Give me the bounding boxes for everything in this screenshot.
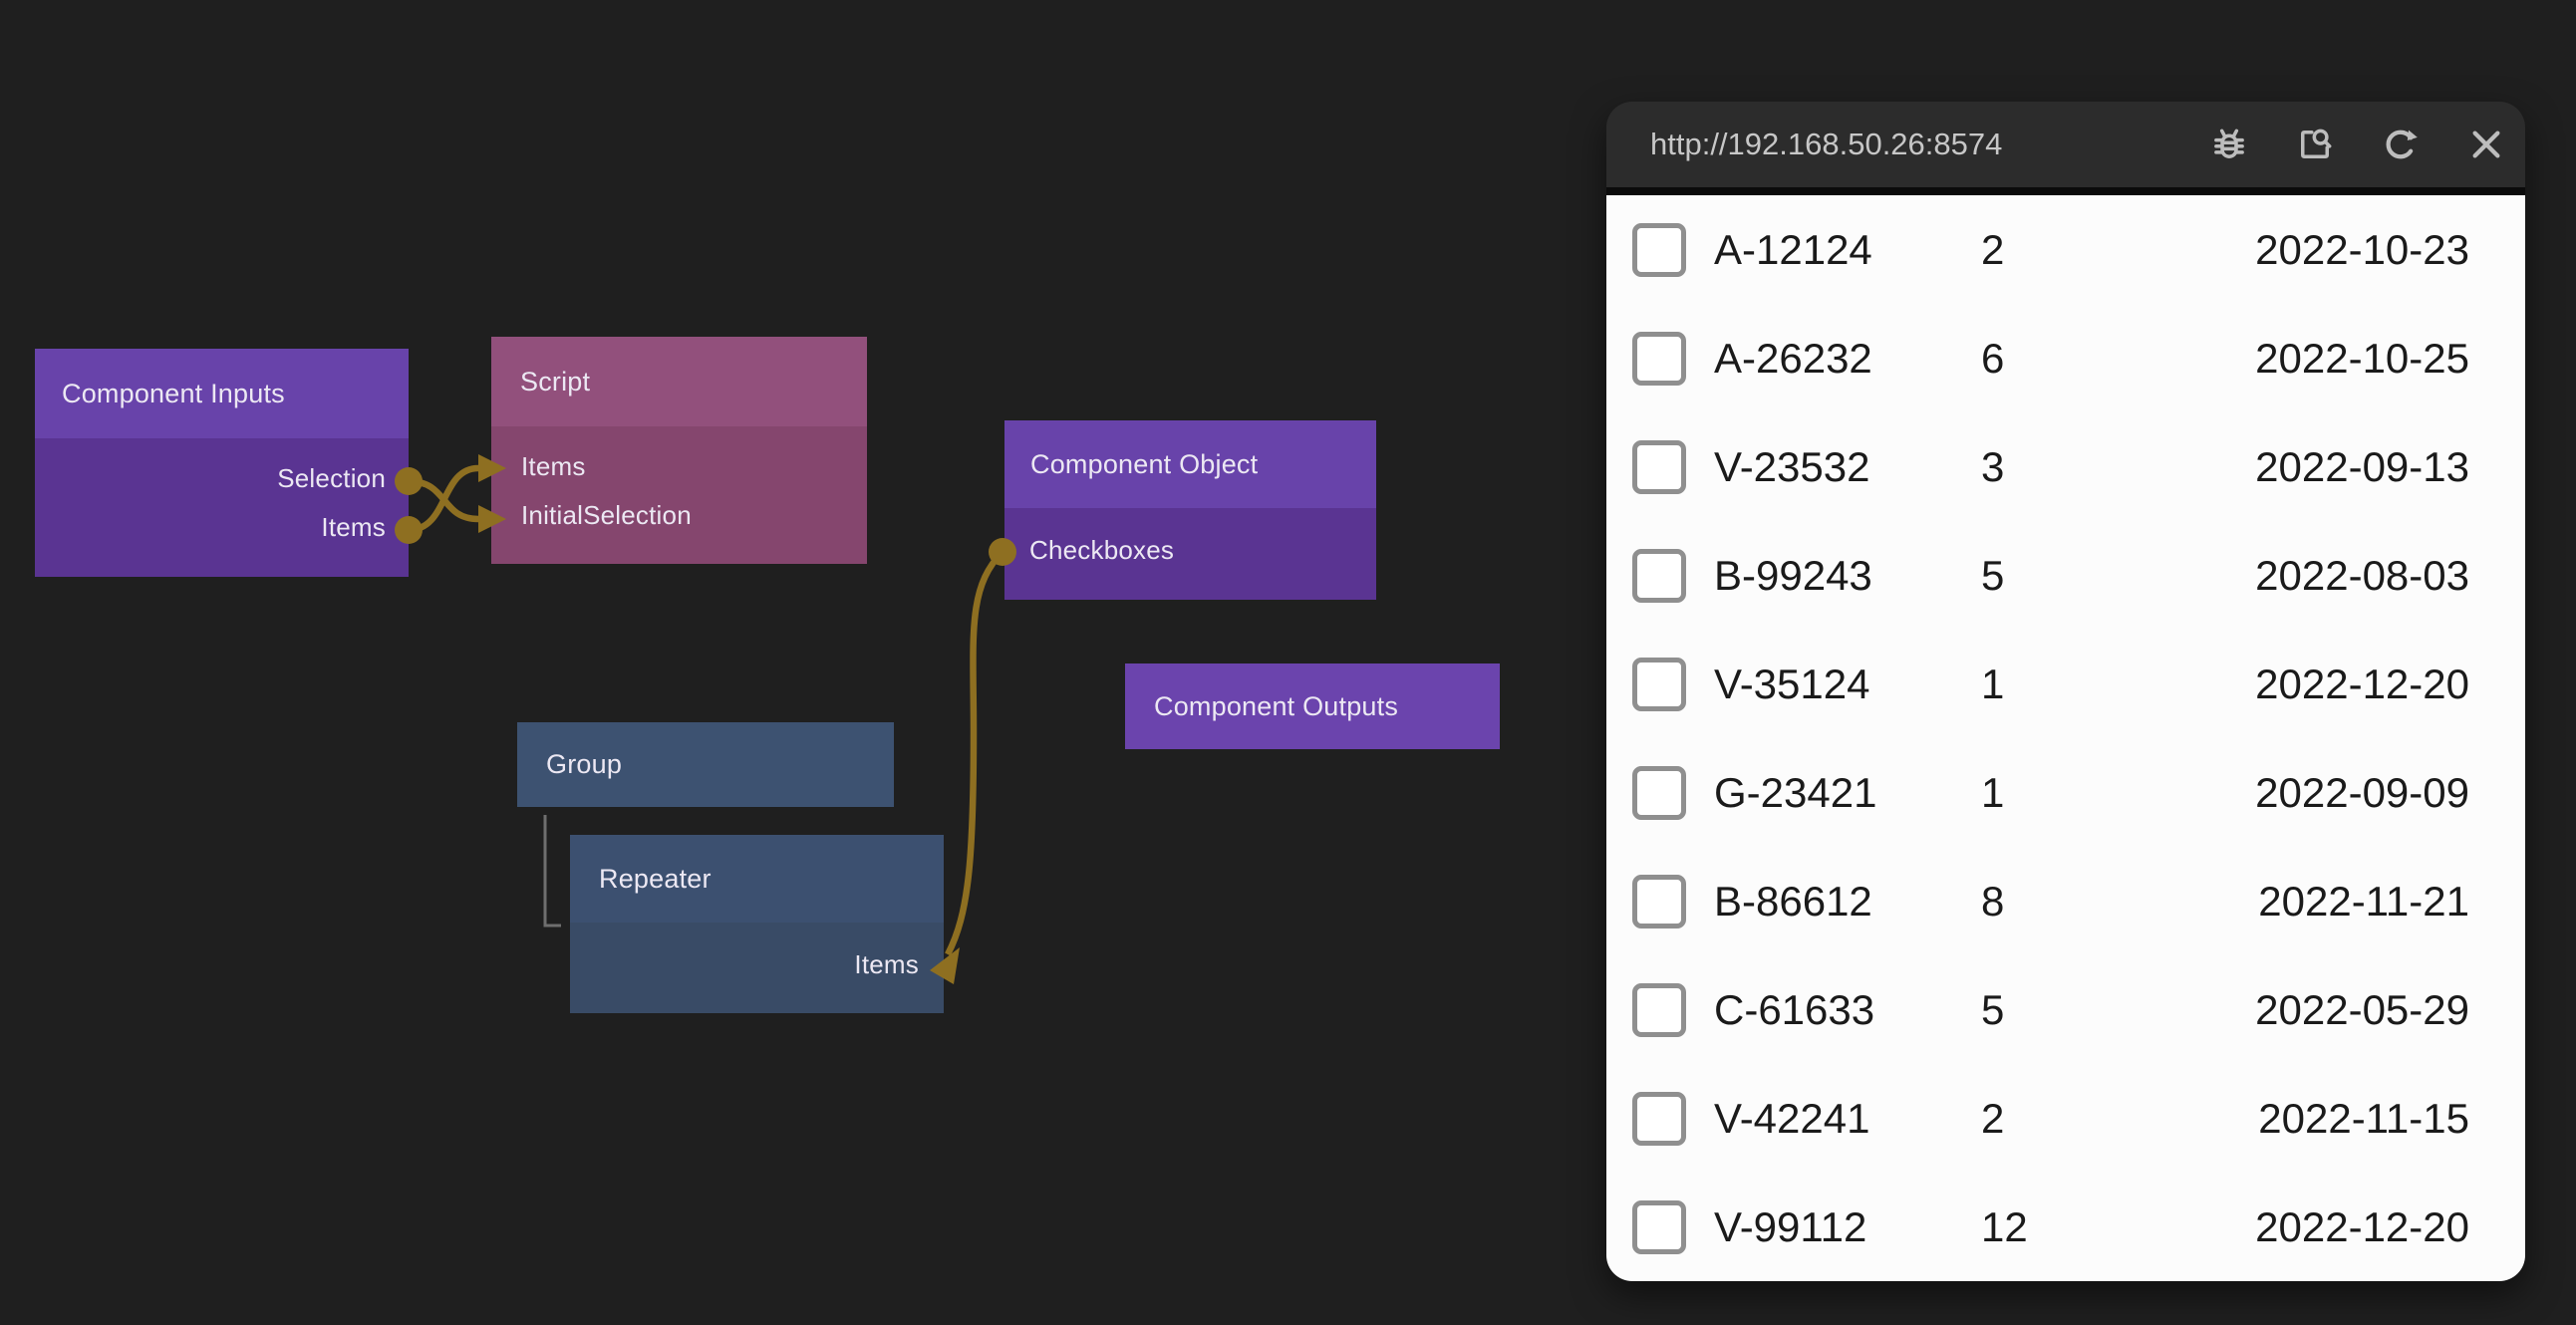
table-row[interactable]: A-26232 6 2022-10-25 (1606, 304, 2525, 412)
row-checkbox[interactable] (1632, 765, 1686, 820)
node-group[interactable]: Group (517, 722, 894, 807)
row-date: 2022-08-03 (2255, 551, 2469, 599)
row-id: V-23532 (1714, 442, 1870, 490)
row-qty: 1 (1981, 660, 2005, 707)
table-row[interactable]: V-42241 2 2022-11-15 (1606, 1064, 2525, 1173)
node-body: Items (570, 923, 944, 1013)
table-row[interactable]: V-99112 12 2022-12-20 (1606, 1173, 2525, 1281)
row-id: A-12124 (1714, 225, 1872, 273)
row-qty: 2 (1981, 1094, 2005, 1142)
table-row[interactable]: V-23532 3 2022-09-13 (1606, 412, 2525, 521)
row-date: 2022-10-23 (2255, 225, 2469, 273)
row-id: V-42241 (1714, 1094, 1870, 1142)
node-repeater[interactable]: Repeater Items (570, 835, 944, 1013)
row-date: 2022-09-13 (2255, 442, 2469, 490)
row-id: B-86612 (1714, 877, 1872, 925)
table-row[interactable]: B-99243 5 2022-08-03 (1606, 521, 2525, 630)
port-repeater-items[interactable]: Items (570, 940, 944, 989)
table-row[interactable]: A-12124 2 2022-10-23 (1606, 195, 2525, 304)
row-qty: 12 (1981, 1202, 2028, 1250)
row-qty: 2 (1981, 225, 2005, 273)
refresh-icon[interactable] (2378, 122, 2424, 167)
toolbar-icons (2206, 122, 2525, 167)
port-selection[interactable]: Selection (35, 454, 409, 503)
node-component-outputs[interactable]: Component Outputs (1125, 663, 1500, 749)
port-dot-checkboxes[interactable] (989, 538, 1016, 566)
browser-toolbar: http://192.168.50.26:8574 (1606, 102, 2525, 195)
row-checkbox[interactable] (1632, 874, 1686, 928)
node-body: Selection Items (35, 438, 409, 577)
table-row[interactable]: B-86612 8 2022-11-21 (1606, 847, 2525, 955)
row-id: V-35124 (1714, 660, 1870, 707)
browser-preview-panel: http://192.168.50.26:8574 (1606, 102, 2525, 1281)
row-checkbox[interactable] (1632, 657, 1686, 711)
row-id: B-99243 (1714, 551, 1872, 599)
node-script[interactable]: Script Items InitialSelection (491, 337, 867, 564)
url-bar[interactable]: http://192.168.50.26:8574 (1650, 127, 2003, 161)
table-row[interactable]: G-23421 1 2022-09-09 (1606, 738, 2525, 847)
row-checkbox[interactable] (1632, 222, 1686, 277)
port-label: Selection (277, 463, 386, 493)
port-label: Checkboxes (1029, 535, 1175, 565)
row-qty: 8 (1981, 877, 2005, 925)
port-items-out[interactable]: Items (35, 503, 409, 552)
preview-table: A-12124 2 2022-10-23 A-26232 6 2022-10-2… (1606, 195, 2525, 1281)
row-qty: 5 (1981, 551, 2005, 599)
port-label: Items (854, 949, 919, 979)
row-qty: 5 (1981, 985, 2005, 1033)
node-header[interactable]: Component Inputs (35, 349, 409, 438)
debug-icon[interactable] (2206, 122, 2252, 167)
port-label: InitialSelection (521, 500, 692, 530)
node-title: Component Outputs (1154, 690, 1399, 721)
table-row[interactable]: C-61633 5 2022-05-29 (1606, 955, 2525, 1064)
node-header[interactable]: Component Object (1004, 420, 1376, 508)
row-checkbox[interactable] (1632, 548, 1686, 603)
row-checkbox[interactable] (1632, 331, 1686, 386)
node-header[interactable]: Group (517, 722, 894, 807)
wire-checkboxes-to-repeater-items[interactable] (945, 549, 1005, 956)
port-label: Items (321, 512, 386, 542)
page-search-icon[interactable] (2292, 122, 2338, 167)
row-date: 2022-12-20 (2255, 1202, 2469, 1250)
port-items-in[interactable]: Items (491, 442, 867, 491)
row-id: A-26232 (1714, 334, 1872, 382)
tree-guide-line (543, 815, 561, 928)
row-date: 2022-05-29 (2255, 985, 2469, 1033)
node-component-object[interactable]: Component Object Checkboxes (1004, 420, 1376, 600)
node-header[interactable]: Repeater (570, 835, 944, 923)
port-initialselection[interactable]: InitialSelection (491, 491, 867, 540)
row-qty: 1 (1981, 768, 2005, 816)
node-body: Checkboxes (1004, 508, 1376, 600)
row-checkbox[interactable] (1632, 1091, 1686, 1146)
row-checkbox[interactable] (1632, 982, 1686, 1037)
table-row[interactable]: V-35124 1 2022-12-20 (1606, 630, 2525, 738)
node-title: Group (546, 749, 623, 779)
row-date: 2022-12-20 (2255, 660, 2469, 707)
node-title: Component Object (1030, 448, 1259, 479)
row-date: 2022-09-09 (2255, 768, 2469, 816)
row-date: 2022-10-25 (2255, 334, 2469, 382)
node-title: Component Inputs (62, 378, 285, 408)
row-checkbox[interactable] (1632, 439, 1686, 494)
port-checkboxes[interactable]: Checkboxes (1004, 526, 1376, 575)
row-date: 2022-11-21 (2258, 877, 2469, 925)
port-dot-selection[interactable] (395, 467, 423, 495)
row-id: C-61633 (1714, 985, 1875, 1033)
row-id: V-99112 (1714, 1202, 1867, 1250)
close-icon[interactable] (2463, 122, 2509, 167)
row-qty: 3 (1981, 442, 2005, 490)
node-component-inputs[interactable]: Component Inputs Selection Items (35, 349, 409, 577)
node-header[interactable]: Component Outputs (1125, 663, 1500, 749)
node-body: Items InitialSelection (491, 426, 867, 564)
row-date: 2022-11-15 (2258, 1094, 2469, 1142)
node-title: Script (520, 366, 591, 397)
port-label: Items (521, 451, 586, 481)
node-title: Repeater (599, 863, 712, 894)
row-qty: 6 (1981, 334, 2005, 382)
row-id: G-23421 (1714, 768, 1877, 816)
node-header[interactable]: Script (491, 337, 867, 426)
port-dot-items[interactable] (395, 516, 423, 544)
row-checkbox[interactable] (1632, 1199, 1686, 1254)
